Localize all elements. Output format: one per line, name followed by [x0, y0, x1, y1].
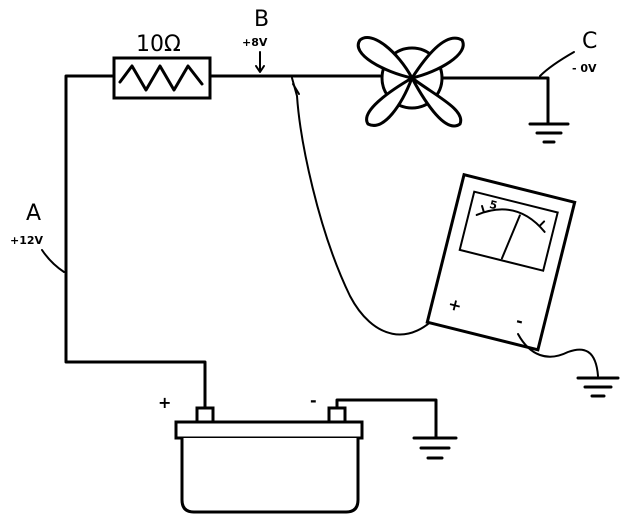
- battery-positive-label: +: [158, 393, 171, 412]
- point-c-label: C: [582, 29, 597, 54]
- meter-scale-mark: 5: [488, 198, 499, 212]
- probe-tip: [292, 83, 300, 95]
- voltmeter: 5 + -: [425, 172, 577, 352]
- ground-symbol-battery: [412, 436, 458, 460]
- point-c-voltage: - 0V: [572, 62, 597, 75]
- point-a-voltage: +12V: [10, 234, 44, 247]
- resistor-label: 10Ω: [136, 32, 181, 57]
- meter-negative-lead: [517, 333, 599, 377]
- resistor: [112, 56, 212, 100]
- wire-battery-negative: [335, 398, 438, 440]
- meter-negative-terminal-label: -: [514, 311, 525, 331]
- point-c-pointer: [539, 51, 575, 77]
- point-b-label: B: [254, 7, 269, 32]
- meter-positive-terminal-label: +: [446, 294, 464, 316]
- point-a-pointer: [41, 249, 65, 273]
- battery: [174, 406, 364, 514]
- point-b-voltage: +8V: [242, 36, 268, 49]
- meter-positive-lead: [291, 77, 443, 336]
- ground-symbol-meter: [576, 376, 620, 398]
- ground-symbol-fan: [528, 122, 570, 144]
- battery-negative-label: -: [310, 391, 317, 410]
- wire-fan-to-ground: [438, 76, 550, 126]
- fan-motor: [356, 36, 465, 128]
- wire-left: [64, 74, 207, 410]
- point-a-label: A: [26, 201, 41, 226]
